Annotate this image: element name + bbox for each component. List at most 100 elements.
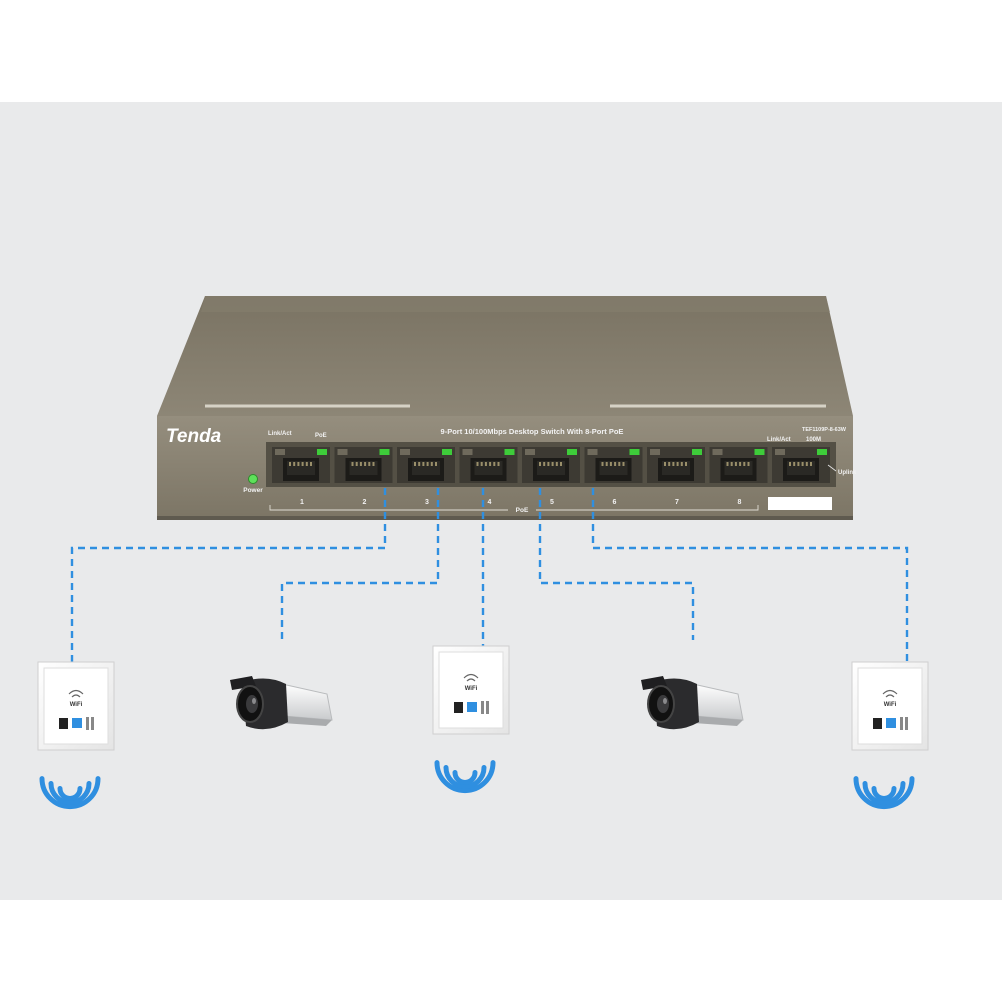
link-led-icon bbox=[817, 449, 827, 455]
wifi-signal-icon bbox=[39, 776, 101, 810]
link-port5-to-right-camera bbox=[538, 488, 695, 640]
ap-wifi-mark-inner bbox=[466, 678, 476, 682]
ethernet-port-6[interactable]: 6 bbox=[584, 447, 643, 506]
ap-button bbox=[481, 701, 484, 714]
port-number-label: 7 bbox=[675, 499, 679, 506]
ap-uplink-port bbox=[886, 718, 896, 728]
port-pin bbox=[359, 462, 362, 466]
poe-led-icon bbox=[275, 449, 285, 455]
ap-inner-plate bbox=[438, 651, 504, 729]
port-pin bbox=[422, 462, 425, 466]
switch-top-highlight bbox=[201, 296, 830, 312]
port-pin bbox=[680, 462, 683, 466]
port-number-label: 8 bbox=[738, 499, 742, 506]
wifi-arc bbox=[443, 765, 487, 789]
camera-underside bbox=[693, 716, 743, 726]
port-pin bbox=[664, 462, 666, 466]
ap-inner-plate bbox=[43, 667, 109, 745]
port-pin bbox=[430, 462, 433, 466]
port-pin bbox=[305, 462, 308, 466]
port-pin bbox=[622, 462, 625, 466]
wall-access-point-icon[interactable]: WiFi bbox=[37, 661, 115, 751]
ethernet-port-4[interactable]: 4 bbox=[459, 447, 518, 506]
wall-access-point-icon[interactable]: WiFi bbox=[851, 661, 929, 751]
uplink-label: Uplink bbox=[838, 470, 857, 476]
ethernet-port-3[interactable]: 3 bbox=[397, 447, 455, 506]
link-led-icon bbox=[317, 449, 327, 455]
poe-switch: Tenda 9-Port 10/100Mbps Desktop Switch W… bbox=[157, 296, 857, 520]
port-pin bbox=[676, 462, 679, 466]
uplink-port-number-plate bbox=[768, 497, 832, 510]
port-pin bbox=[484, 462, 487, 466]
wifi-signal-icon bbox=[853, 776, 915, 810]
link-port2-to-left-ap bbox=[70, 488, 387, 662]
ethernet-port-2[interactable]: 2 bbox=[334, 447, 393, 506]
port-pin bbox=[614, 462, 617, 466]
wifi-arc bbox=[452, 770, 478, 785]
camera-body bbox=[692, 683, 744, 721]
port-pin bbox=[493, 462, 496, 466]
header-speed-right: 100M bbox=[806, 437, 821, 443]
camera-lens bbox=[246, 695, 258, 713]
ap-button bbox=[486, 701, 489, 714]
ap-wifi-mark bbox=[463, 673, 479, 679]
ethernet-port-5[interactable]: 5 bbox=[522, 447, 580, 506]
port-pin bbox=[351, 462, 354, 466]
port-number-label: 4 bbox=[488, 499, 492, 506]
ap-wifi-mark-inner bbox=[71, 694, 81, 698]
port-pin bbox=[810, 462, 812, 466]
bullet-camera-icon[interactable] bbox=[641, 676, 744, 730]
ap-uplink-port bbox=[72, 718, 82, 728]
ap-inner-plate bbox=[857, 667, 923, 745]
poe-led-icon bbox=[525, 449, 535, 455]
camera-lens bbox=[657, 695, 669, 713]
poe-led-icon bbox=[712, 449, 723, 455]
poe-links bbox=[70, 488, 909, 662]
brand-logo: Tenda bbox=[166, 426, 222, 447]
wifi-arc bbox=[871, 786, 897, 801]
port-pin bbox=[797, 462, 800, 466]
poe-led-icon bbox=[650, 449, 660, 455]
ap-button bbox=[86, 717, 89, 730]
port-pin bbox=[418, 462, 421, 466]
port-row: 123456789 bbox=[272, 447, 830, 506]
port-pin bbox=[793, 462, 796, 466]
port-pin bbox=[414, 462, 416, 466]
port-pin bbox=[801, 462, 804, 466]
poe-group-label: PoE bbox=[516, 507, 529, 514]
ethernet-port-1[interactable]: 1 bbox=[272, 447, 330, 506]
wifi-arc bbox=[57, 786, 83, 801]
header-link-act-right: Link/Act bbox=[767, 437, 791, 443]
ethernet-port-7[interactable]: 7 bbox=[647, 447, 705, 506]
ap-button bbox=[900, 717, 903, 730]
power-label: Power bbox=[243, 487, 263, 494]
wifi-arc bbox=[862, 781, 906, 805]
port-pin bbox=[789, 462, 791, 466]
port-number-label: 6 bbox=[613, 499, 617, 506]
ethernet-port-8[interactable]: 8 bbox=[709, 447, 768, 506]
wifi-signal-icon bbox=[434, 760, 496, 794]
ethernet-port-9[interactable]: 9 bbox=[772, 447, 830, 506]
port-pin bbox=[547, 462, 550, 466]
wall-access-point-icon[interactable]: WiFi bbox=[432, 645, 510, 735]
port-pin bbox=[747, 462, 750, 466]
link-led-icon bbox=[379, 449, 390, 455]
ap-wifi-mark bbox=[68, 689, 84, 695]
port-pin bbox=[560, 462, 562, 466]
wifi-arc bbox=[48, 781, 92, 805]
port-pin bbox=[805, 462, 808, 466]
lens-glare bbox=[663, 698, 667, 704]
poe-led-icon bbox=[400, 449, 410, 455]
port-pin bbox=[601, 462, 604, 466]
link-led-icon bbox=[442, 449, 452, 455]
port-pin bbox=[368, 462, 371, 466]
power-led-icon bbox=[248, 474, 258, 484]
power-indicator: Power bbox=[243, 474, 263, 494]
port-pin bbox=[301, 462, 304, 466]
bullet-camera-icon[interactable] bbox=[230, 676, 333, 730]
link-port6-to-right-ap bbox=[591, 488, 909, 662]
ap-wifi-mark-inner bbox=[885, 694, 895, 698]
port-pin bbox=[489, 462, 492, 466]
port-pin bbox=[293, 462, 296, 466]
port-number-label: 1 bbox=[300, 499, 304, 506]
